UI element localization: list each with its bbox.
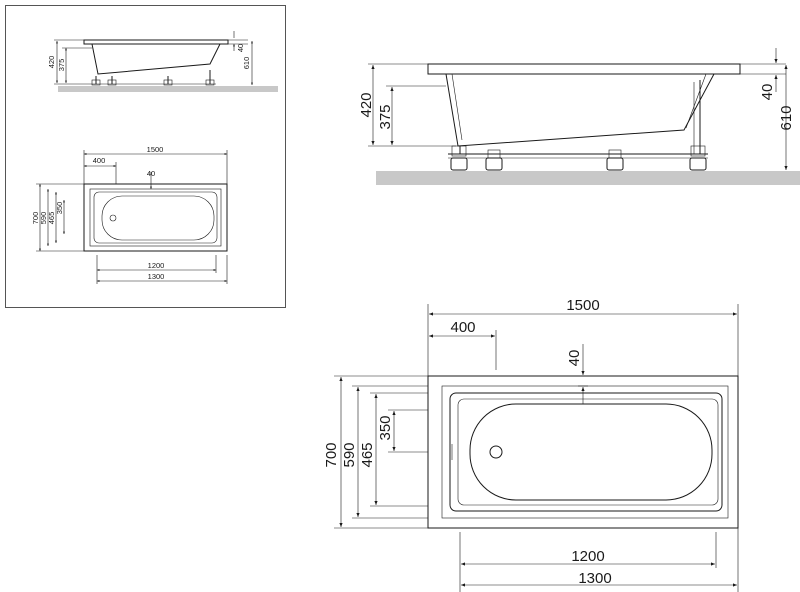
rim-offset: 40: [566, 350, 583, 367]
width-center: 350: [377, 415, 394, 440]
width-total: 700: [323, 442, 340, 467]
thumb-width-inner: 465: [47, 212, 56, 225]
thumbnail-panel: 420 375 40 610 1500 400 40: [5, 5, 286, 308]
thumb-overall: 610: [242, 57, 251, 70]
thumb-height-total: 420: [47, 56, 56, 69]
height-total: 420: [358, 92, 375, 117]
tub-rim: [427, 63, 741, 75]
rim-thickness: 40: [759, 84, 776, 101]
width-outer: 590: [341, 442, 358, 467]
drain-icon: [489, 445, 503, 459]
thumb-height-inner: 375: [57, 59, 66, 72]
thumb-width-center: 350: [55, 202, 64, 215]
length-outer: 1300: [578, 570, 611, 587]
tub-feet: [450, 145, 707, 171]
side-view: 420 375 40 610: [358, 48, 800, 185]
length-total: 1500: [566, 297, 599, 314]
thumb-length-total: 1500: [147, 145, 164, 154]
thumb-side-view: 420 375 40 610: [47, 31, 278, 92]
thumb-offset: 400: [93, 156, 106, 165]
thumb-width-total: 700: [31, 212, 40, 225]
thumb-length-inner: 1200: [148, 261, 165, 270]
height-inner: 375: [377, 104, 394, 129]
thumb-width-outer: 590: [39, 212, 48, 225]
thumb-top-view: 1500 400 40 700 590 465 350 1200 1300: [31, 145, 228, 284]
thumb-rim-offset: 40: [147, 169, 155, 178]
offset-400: 400: [450, 319, 475, 336]
floor: [376, 171, 800, 185]
thumbnail-frame: [5, 5, 286, 308]
tub-body: [445, 73, 715, 147]
thumb-floor: [58, 86, 278, 92]
overall-height: 610: [778, 105, 795, 130]
width-inner: 465: [359, 442, 376, 467]
top-view: 1500 400 40 700 590 465 350 1200 1300: [323, 297, 739, 592]
tub-basin: [469, 403, 713, 501]
thumb-length-outer: 1300: [148, 272, 165, 281]
length-inner: 1200: [571, 548, 604, 565]
thumb-rim: 40: [236, 44, 245, 52]
